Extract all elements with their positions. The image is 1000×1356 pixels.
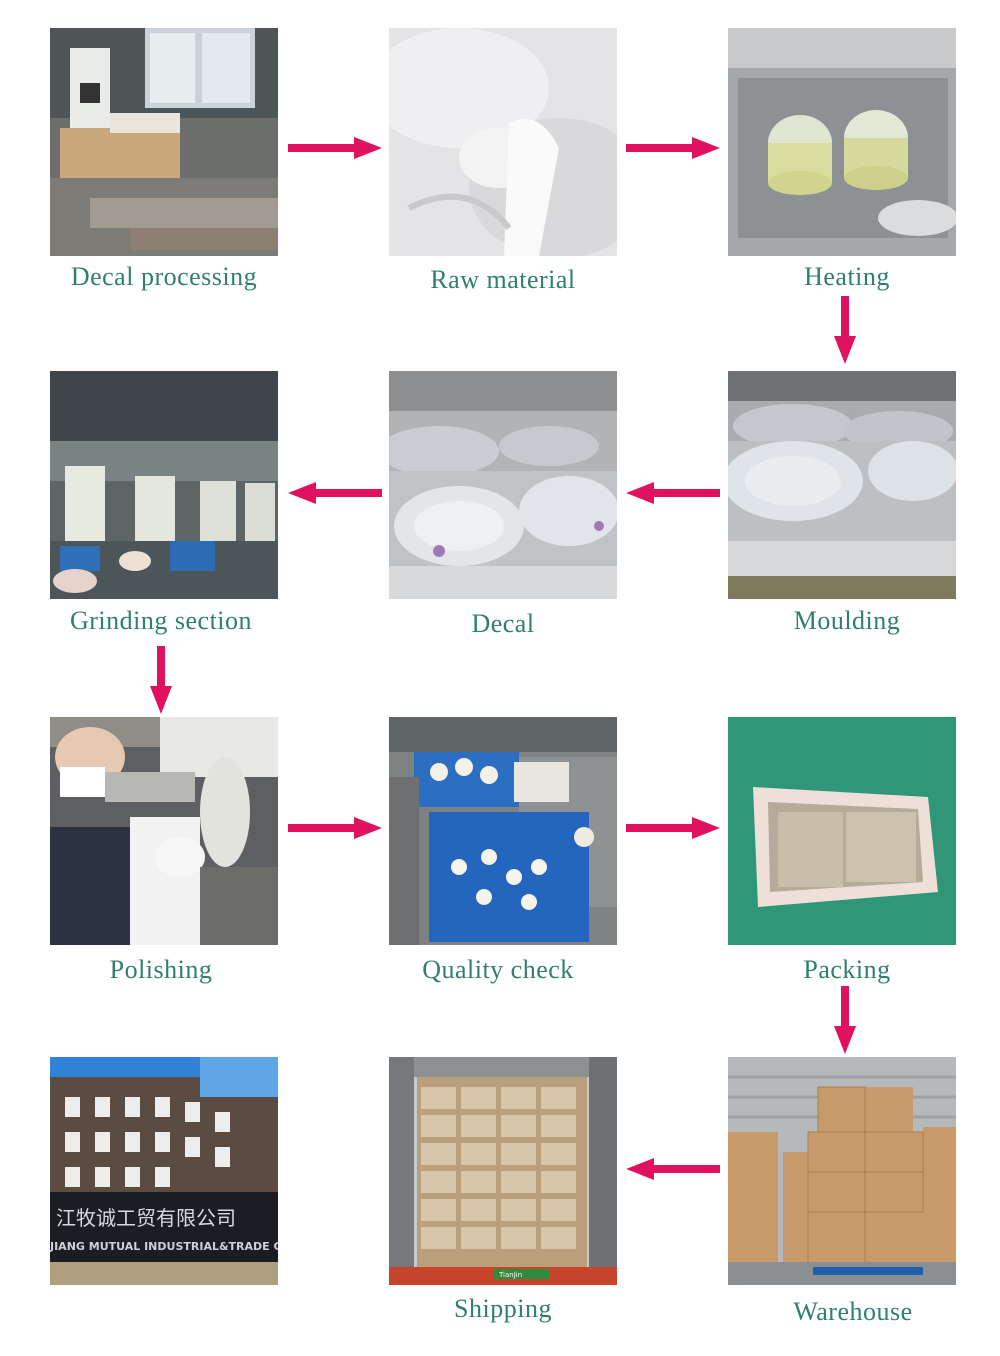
step-label-decal-processing: Decal processing	[70, 262, 258, 291]
arrow-down-3	[834, 986, 856, 1054]
photo-raw-material	[389, 28, 617, 256]
photo-polishing	[50, 717, 278, 945]
photo-decal	[389, 371, 617, 599]
arrow-down-2	[150, 646, 172, 714]
signage-chinese-text: 江牧诚工贸有限公司	[56, 1206, 236, 1230]
step-label-shipping: Shipping	[454, 1294, 552, 1323]
arrow-right-2	[626, 137, 720, 159]
step-label-heating: Heating	[804, 262, 890, 291]
arrow-right-4	[626, 817, 720, 839]
photo-heating	[728, 28, 956, 256]
photo-quality-check	[389, 717, 617, 945]
step-label-raw-material: Raw material	[430, 265, 576, 294]
photo-packing	[728, 717, 956, 945]
arrow-left-2	[626, 482, 720, 504]
photo-shipping: TianJin	[389, 1057, 617, 1285]
step-label-polishing: Polishing	[109, 955, 213, 984]
step-label-warehouse: Warehouse	[793, 1297, 913, 1326]
signage-english-text: JIANG MUTUAL INDUSTRIAL&TRADE CO.,LTD	[50, 1240, 278, 1253]
arrow-right-1	[288, 137, 382, 159]
photo-factory-building: 江牧诚工贸有限公司 JIANG MUTUAL INDUSTRIAL&TRADE …	[50, 1057, 278, 1285]
arrow-down-1	[834, 296, 856, 364]
step-label-moulding: Moulding	[793, 606, 901, 635]
step-label-packing: Packing	[803, 955, 891, 984]
step-label-grinding-section: Grinding section	[69, 606, 253, 635]
photo-decal-processing	[50, 28, 278, 256]
photo-grinding-section	[50, 371, 278, 599]
step-label-decal: Decal	[471, 609, 535, 638]
photo-moulding	[728, 371, 956, 599]
arrow-right-3	[288, 817, 382, 839]
arrow-left-3	[626, 1158, 720, 1180]
container-tag-text: TianJin	[498, 1271, 522, 1279]
arrow-left-1	[288, 482, 382, 504]
photo-warehouse	[728, 1057, 956, 1285]
step-label-quality-check: Quality check	[422, 955, 574, 984]
